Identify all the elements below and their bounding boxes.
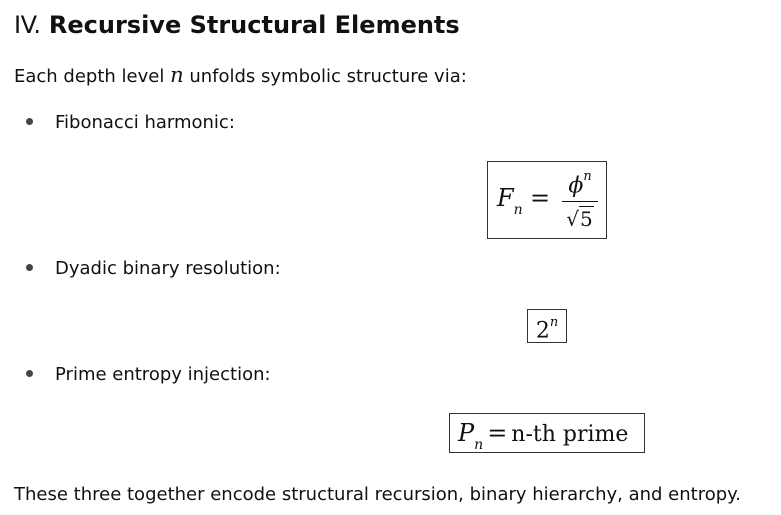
- section-number: IV.: [14, 11, 41, 39]
- list-item-fibonacci: Fibonacci harmonic:: [26, 108, 235, 138]
- intro-text-before: Each depth level: [14, 66, 171, 87]
- formula-radicand: 5: [579, 206, 594, 232]
- formula-lhs-base: P: [458, 419, 475, 447]
- formula-lhs-base: F: [497, 184, 514, 212]
- formula-exponent: n: [549, 315, 559, 330]
- closing-paragraph: These three together encode structural r…: [14, 484, 741, 505]
- formula-equals: =: [487, 419, 508, 447]
- formula-prime: Pn=n-th prime: [449, 413, 645, 453]
- sqrt-icon: √: [566, 207, 579, 232]
- fraction-bar: [562, 201, 598, 203]
- formula-denominator: √5: [562, 206, 598, 232]
- bullet-dot-icon: [26, 263, 33, 271]
- formula-phi: ϕ: [568, 173, 584, 199]
- formula-lhs-subscript: n: [474, 436, 484, 453]
- section-title: Recursive Structural Elements: [48, 11, 460, 39]
- formula-base: 2: [535, 318, 550, 344]
- bullet-dot-icon: [26, 117, 33, 125]
- formula-numerator-exponent: n: [583, 169, 592, 184]
- formula-equals: =: [530, 184, 551, 212]
- formula-numerator: ϕn: [562, 168, 598, 199]
- formula-rhs: n-th prime: [511, 422, 629, 447]
- list-item-label: Prime entropy injection:: [55, 364, 271, 385]
- list-item-label: Dyadic binary resolution:: [55, 258, 281, 279]
- formula-dyadic: 2n: [527, 309, 567, 343]
- formula-lhs-subscript: n: [513, 201, 523, 218]
- bullet-dot-icon: [26, 369, 33, 377]
- formula-fraction: ϕn √5: [562, 168, 598, 232]
- list-item-dyadic: Dyadic binary resolution:: [26, 254, 281, 284]
- formula-lhs: Fn: [497, 184, 523, 218]
- intro-text-after: unfolds symbolic structure via:: [183, 66, 467, 87]
- formula-fibonacci: Fn = ϕn √5: [487, 161, 607, 239]
- section-heading: IV. Recursive Structural Elements: [14, 8, 460, 42]
- list-item-label: Fibonacci harmonic:: [55, 112, 235, 133]
- formula-lhs: Pn: [458, 419, 483, 453]
- list-item-prime: Prime entropy injection:: [26, 360, 271, 390]
- intro-variable: n: [170, 63, 184, 87]
- intro-paragraph: Each depth level n unfolds symbolic stru…: [14, 60, 467, 92]
